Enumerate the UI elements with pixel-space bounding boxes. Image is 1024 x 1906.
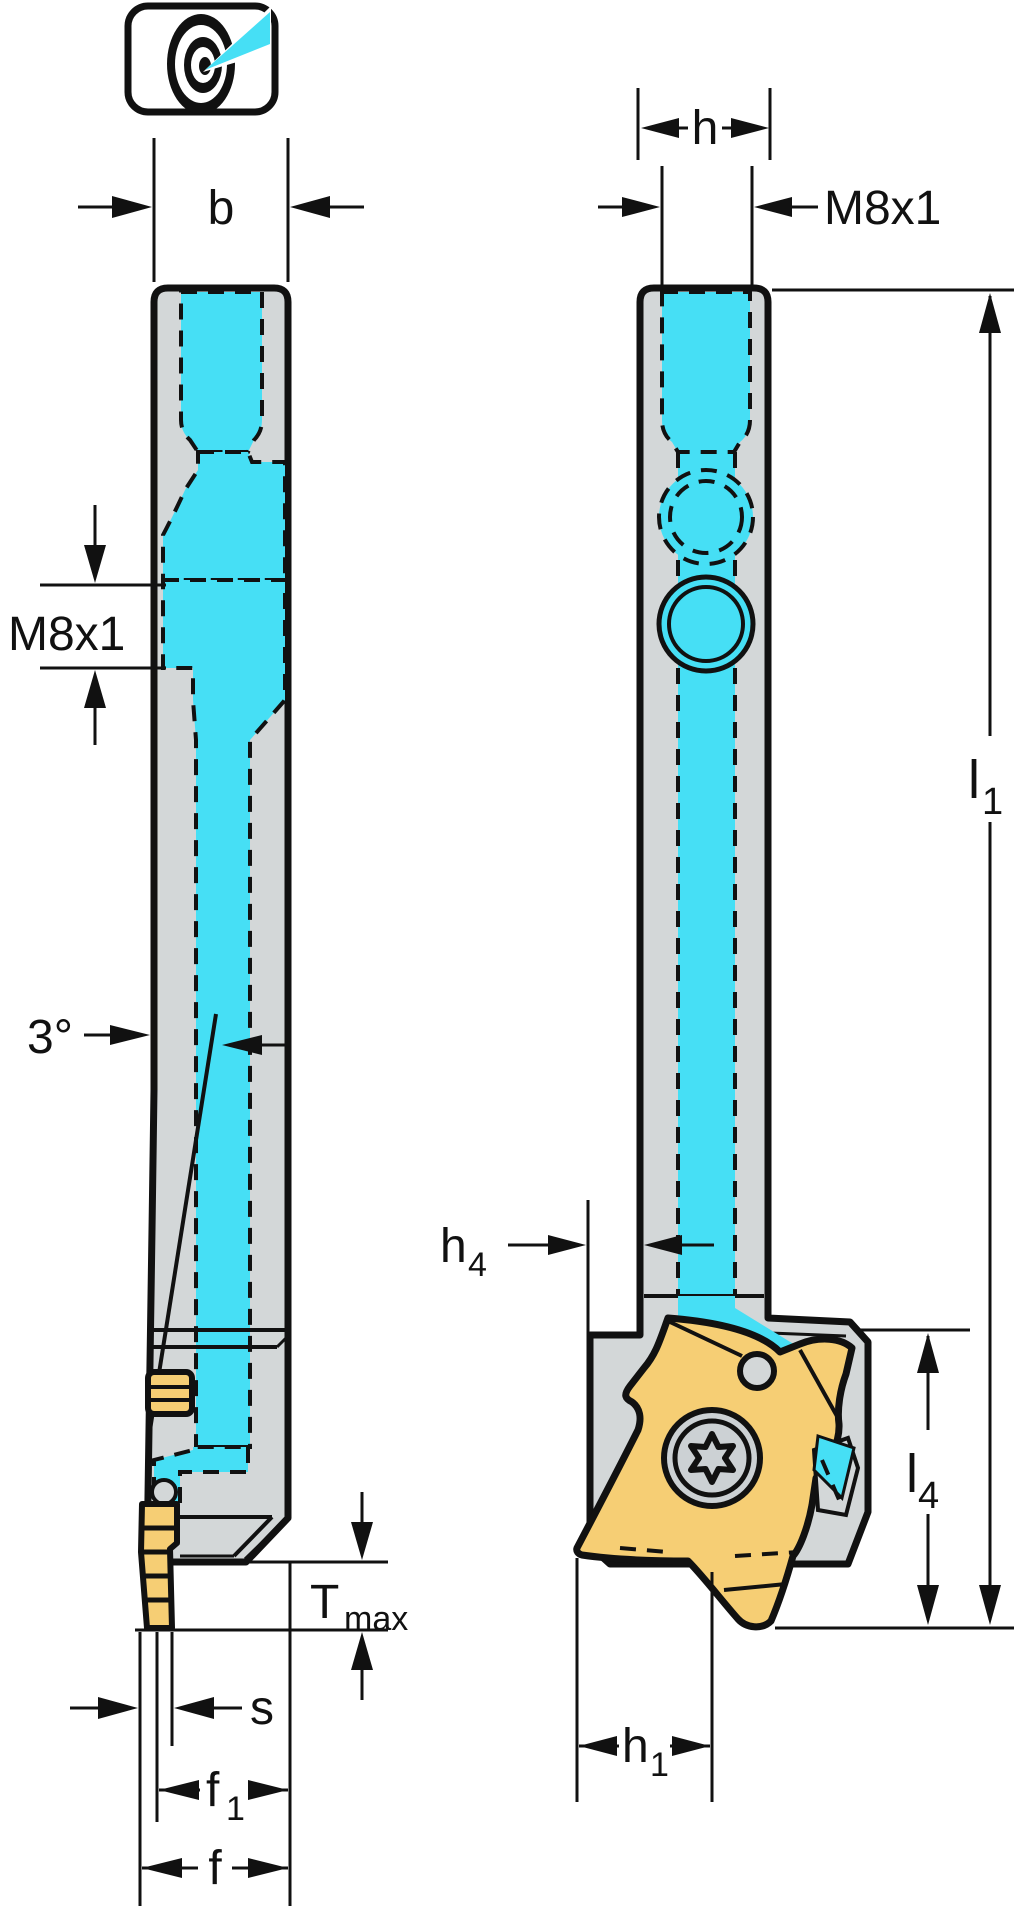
coolant-beam-icon: [205, 12, 270, 70]
dimension-b: b: [78, 138, 364, 282]
dimension-m8-left: M8x1: [8, 505, 166, 745]
dim-label-b: b: [208, 182, 235, 235]
dim-label-h4-sub: 4: [468, 1246, 487, 1284]
dim-label-angle: 3°: [27, 1011, 73, 1064]
insert-bottom-dash: [734, 1550, 799, 1558]
dim-label-h: h: [692, 102, 719, 155]
dimension-tmax: T max: [135, 1492, 408, 1700]
dim-label-m8-left: M8x1: [8, 608, 125, 661]
beam-gap: [203, 6, 271, 72]
precision-coolant-target-icon: [124, 2, 279, 116]
coolant-port-front-inner: [667, 585, 745, 663]
insert-tip-line: [723, 1582, 787, 1592]
left-clamp-screw: [145, 1369, 195, 1417]
dimension-f: f: [142, 1842, 288, 1895]
insert-right-bevel: [798, 1349, 840, 1419]
coolant-thread-port-hidden: [657, 468, 755, 566]
dim-label-f1-sub: 1: [226, 1790, 245, 1828]
dim-label-h1: h: [622, 1720, 649, 1773]
dimension-m8-right: M8x1: [598, 166, 941, 285]
insert-coolant-slot: [812, 1433, 856, 1501]
coolant-port-front: [656, 574, 756, 674]
torx-socket: [688, 1431, 736, 1485]
dim-label-h1-sub: 1: [650, 1746, 669, 1784]
dim-label-l1: l: [968, 750, 980, 810]
dim-label-f: f: [208, 1842, 222, 1895]
dim-label-m8-right: M8x1: [824, 182, 941, 235]
dim-label-f1: f: [206, 1764, 220, 1817]
dimension-h: h: [636, 88, 772, 160]
right-step-inner: [769, 1331, 847, 1338]
right-view: h M8x1 l 1 h 4: [440, 88, 1014, 1802]
dim-label-l1-sub: 1: [982, 781, 1003, 823]
insert-pocket-dash: [820, 1459, 842, 1503]
torx-screw: [661, 1407, 763, 1509]
left-pin: [150, 1478, 178, 1506]
dimension-h4: h 4: [440, 1200, 714, 1338]
dim-label-l4-sub: 4: [918, 1475, 939, 1517]
right-pin: [737, 1351, 777, 1391]
taper-line: [148, 1013, 218, 1431]
coolant-thread-port-hidden-inner: [668, 479, 744, 555]
dimension-s: s: [70, 1682, 274, 1735]
dimension-l1: l 1: [772, 288, 1014, 1630]
left-head-corner: [275, 1334, 290, 1349]
dimension-h1: h 1: [575, 1558, 714, 1802]
left-seat-chamfer: [232, 1515, 274, 1558]
dim-label-tmax-sub: max: [344, 1600, 408, 1638]
dim-label-s: s: [250, 1682, 274, 1735]
left-chamfer-inner: [243, 1519, 286, 1561]
dimension-f1: f 1: [159, 1764, 288, 1828]
left-coolant-top: [179, 290, 264, 454]
dim-label-h4: h: [440, 1220, 467, 1273]
insert-bottom-dash-2: [619, 1546, 669, 1554]
left-coolant-port: [161, 450, 287, 582]
dim-label-l4: l: [906, 1444, 918, 1504]
insert-top-bevel: [669, 1320, 743, 1358]
right-coolant-top: [660, 290, 752, 454]
dimension-l4: l 4: [856, 1328, 970, 1625]
left-insert-edge: [138, 1501, 180, 1631]
dimension-angle: 3°: [27, 1011, 286, 1064]
dim-label-tmax: T: [310, 1576, 339, 1629]
left-view: b M8x1 3° T max: [8, 138, 408, 1906]
